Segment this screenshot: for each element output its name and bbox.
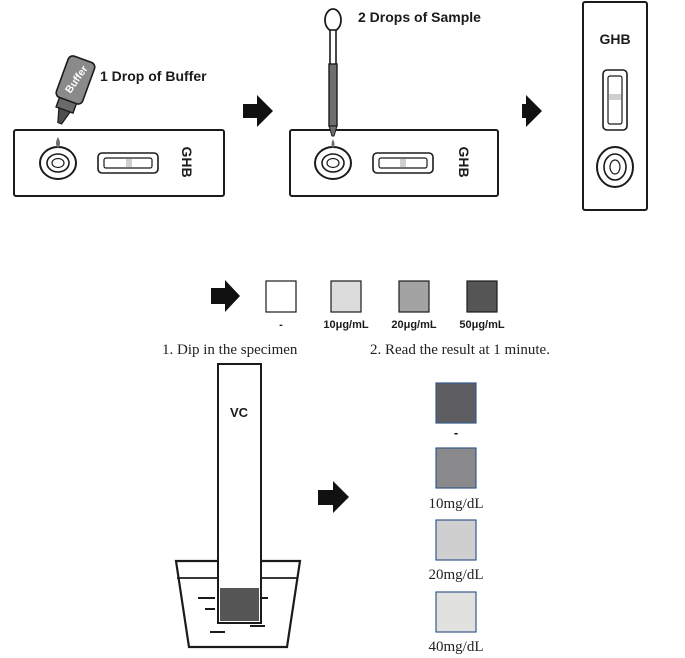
- result-window: [97, 152, 159, 174]
- cassette-label: GHB: [179, 146, 195, 177]
- sample-well: [39, 146, 77, 180]
- color-scale-bottom: - 10mg/dL 20mg/dL 40mg/dL: [429, 382, 484, 655]
- arrow-right-icon: [318, 481, 349, 513]
- arrow-right-icon: [211, 280, 240, 312]
- color-scale-top: - 10μg/mL 20μg/mL 50μg/mL: [265, 280, 505, 331]
- result-window: [372, 152, 434, 174]
- dip-step2-text: 2. Read the result at 1 minute.: [370, 342, 550, 358]
- dip-step1-text: 1. Dip in the specimen: [162, 342, 298, 358]
- pipette-icon: [324, 8, 342, 148]
- color-swatch: [435, 382, 477, 424]
- color-swatch: [466, 280, 498, 313]
- color-swatch: [265, 280, 297, 313]
- swatch-label: 10μg/mL: [323, 319, 369, 331]
- buffer-bottle-icon: Buffer: [55, 55, 96, 125]
- swatch-label: -: [454, 425, 458, 440]
- sample-well: [596, 146, 634, 188]
- buffer-drop: [56, 137, 60, 148]
- swatch-label: 10mg/dL: [429, 496, 484, 512]
- swatch-label: 40mg/dL: [429, 639, 484, 655]
- color-swatch: [398, 280, 430, 313]
- strip-label: VC: [230, 405, 249, 420]
- sample-well: [314, 146, 352, 180]
- step3-cassette: GHB: [582, 1, 648, 211]
- test-strip: VC: [217, 363, 262, 624]
- step1-cassette: GHB: [13, 129, 225, 197]
- swatch-label: 20mg/dL: [429, 567, 484, 583]
- color-swatch: [330, 280, 362, 313]
- arrow-right-icon: [243, 95, 273, 127]
- swatch-label: 50μg/mL: [459, 319, 505, 331]
- step2-cassette: GHB: [289, 129, 499, 197]
- step2-instruction: 2 Drops of Sample: [358, 9, 481, 25]
- result-window: [602, 69, 628, 131]
- step1-instruction: 1 Drop of Buffer: [100, 68, 207, 84]
- cassette-label: GHB: [456, 146, 472, 177]
- strip-pad: [220, 588, 259, 621]
- color-swatch: [435, 519, 477, 561]
- swatch-label: -: [279, 319, 283, 331]
- color-swatch: [435, 591, 477, 633]
- cassette-label: GHB: [599, 31, 630, 47]
- color-swatch: [435, 447, 477, 489]
- swatch-label: 20μg/mL: [391, 319, 437, 331]
